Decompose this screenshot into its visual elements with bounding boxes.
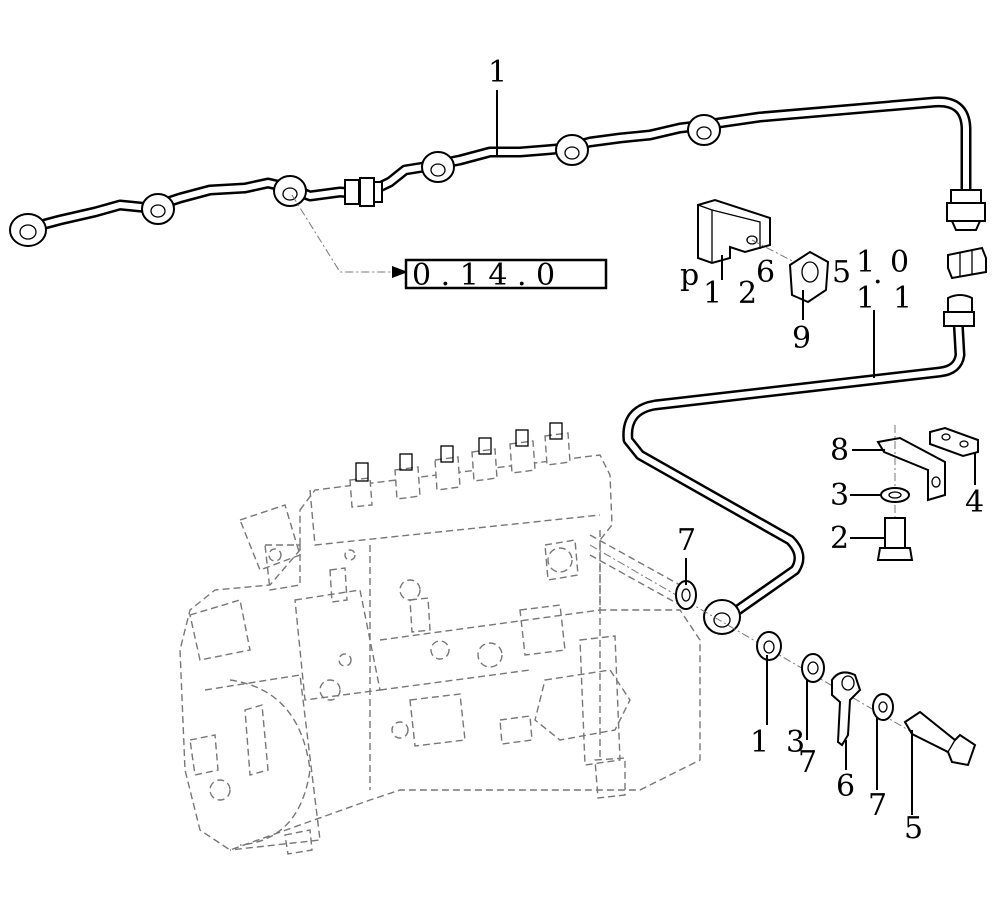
callout-leaders xyxy=(496,90,976,815)
callout-5-bolt: 5 xyxy=(904,811,923,846)
callout-10-b: 0 xyxy=(890,245,909,280)
callout-labels: 1 p 1 2 6 5 9 1 . 0 1 1 8 3 2 4 7 1 3 7 … xyxy=(488,55,984,846)
callout-7-right: 7 xyxy=(868,788,887,823)
callout-7-left: 7 xyxy=(677,523,696,558)
injection-pump-dashed xyxy=(179,422,701,855)
reference-box-text: 0 . 1 4 . 0 xyxy=(412,258,555,293)
leak-off-pipe-assembly xyxy=(9,96,986,247)
callout-2-bracket: 2 xyxy=(738,276,757,311)
callout-6-bracket: 6 xyxy=(756,255,775,290)
callout-2-bolt: 2 xyxy=(830,521,849,556)
callout-1-top: 1 xyxy=(488,55,507,90)
bracket-upper xyxy=(697,198,801,266)
callout-6-banjo: 6 xyxy=(836,769,855,804)
callout-3-lower: 3 xyxy=(786,725,805,760)
callout-8: 8 xyxy=(830,433,849,468)
delivery-pipe-lower xyxy=(622,294,975,635)
mounting-bracket-4 xyxy=(929,426,979,458)
pipe-nut xyxy=(947,246,987,280)
callout-1-bracket: 1 xyxy=(703,276,722,311)
callout-9-clip: 9 xyxy=(792,321,811,356)
bolt-2 xyxy=(876,517,914,561)
callout-7-mid: 7 xyxy=(798,745,817,780)
callout-5-clip: 5 xyxy=(832,255,851,290)
callout-1-lower: 1 xyxy=(750,725,769,760)
washer-3-upper xyxy=(880,487,910,503)
reference-box xyxy=(404,258,608,290)
mounting-bracket-8 xyxy=(876,425,946,520)
callout-11-a: 1 xyxy=(856,281,875,316)
callout-11-b: 1 xyxy=(893,281,912,316)
reference-pointer: 0 . 1 4 . 0 xyxy=(291,194,608,293)
callout-10-dot: . xyxy=(873,256,883,291)
callout-10-a: 1 xyxy=(856,245,875,280)
callout-p: p xyxy=(680,258,699,293)
callout-4: 4 xyxy=(965,485,984,520)
pipe-clip xyxy=(788,250,830,304)
callout-3-upper: 3 xyxy=(830,478,849,513)
